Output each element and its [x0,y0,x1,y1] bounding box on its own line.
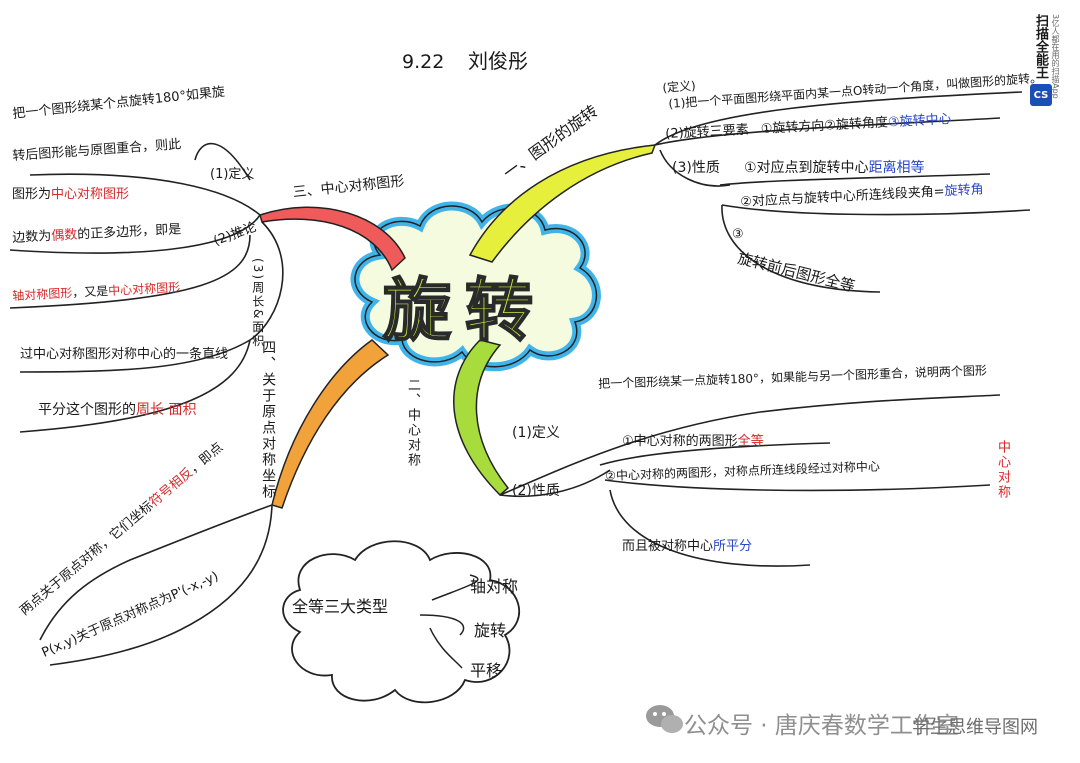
cs-prop1-plain: ①中心对称的两图形 [622,434,738,449]
cf-def-line3: 图形为中心对称图形 [12,187,130,203]
scanner-app-name: 扫描全能王 [1033,14,1048,79]
cf-infer-line2-red2: 中心对称图形 [107,280,181,298]
cs-prop1-line [599,442,831,466]
cs-prop1-red: 全等 [737,434,764,449]
cf-perim-line2-plain: 平分这个图形的 [38,402,136,418]
branch-rotation [468,144,657,263]
cs-prop2-line2-blue: 所平分 [713,539,753,554]
rotation-prop1-line [719,173,991,186]
rotation-def-tag: (定义) [661,78,697,95]
cf-perim-line2-red: 周长 面积 [136,402,197,418]
rotation-elements-blue: ③旋转中心 [887,112,952,131]
cs-prop2b-line [609,489,811,567]
rotation-elements-line [654,117,1001,146]
cf-def-bracket [194,142,251,181]
cs-prop2-line2: 而且被对称中心所平分 [622,539,753,555]
header-author: 刘俊彤 [468,49,528,73]
watermark-text: 公众号 · 唐庆春数学工作室 [684,713,959,739]
branch-central-figure [259,206,406,272]
branch-central-symmetry [453,339,510,497]
cs-props-line [499,469,611,498]
os-line1 [39,504,273,641]
cloud-bracket-mid [419,614,465,636]
cs-def-line [499,394,1001,496]
rotation-props-label: (3)性质 [672,160,720,176]
cf-perim-line1: 过中心对称图形对称中心的一条直线 [20,347,229,362]
cloud-item-translation: 平移 [470,661,503,680]
cs-prop2-line2-plain: 而且被对称中心 [622,539,714,554]
branch-label-origin-symmetry: 四、关于原点对称坐标 [260,340,277,500]
cf-perim-line2: 平分这个图形的周长 面积 [38,402,196,418]
rotation-prop1-plain: ①对应点到旋转中心 [744,160,869,176]
bottom-cloud [282,540,521,704]
rotation-prop3-line [721,204,881,293]
cloud-item-rotation: 旋转 [474,621,507,640]
cf-def-label: (1)定义 [210,167,255,182]
rotation-def-line [654,91,1023,146]
cf-infer-line1-red: 偶数 [50,227,78,244]
cloud-item-axial: 轴对称 [470,577,519,596]
rotation-prop1-blue: 距离相等 [868,160,925,176]
cf-infer-line2-red: 轴对称图形 [11,285,73,303]
watermark-overlay: 学生思维导图网 [912,717,1038,738]
cf-infer-line2 [9,234,251,309]
rotation-elements-prefix: (2)旋转三要素 [664,122,750,142]
cs-prop1: ①中心对称的两图形全等 [622,434,764,450]
cf-def-line3-plain: 图形为 [12,187,52,202]
branch-label-central-symmetry: 二、中心对称 [404,378,420,468]
cloud-bracket-bottom [429,627,463,669]
cloud-label: 全等三大类型 [292,597,389,616]
rotation-prop3-num: ③ [732,227,744,242]
branch-origin-symmetry [271,339,390,509]
cf-infer-line2-b: ，又是 [71,283,109,300]
rotation-prop2-blue: 旋转角 [944,182,984,200]
rotation-props-line [659,149,731,187]
center-title: 旋转 [382,271,547,352]
center-cloud-outline [354,205,597,368]
cf-perim-line2 [19,339,251,433]
cs-props-label: (2)性质 [512,483,560,499]
cf-perim-line [19,221,284,373]
os-line2 [49,504,273,666]
header-date: 9.22 [402,51,445,73]
cf-def-line [29,173,261,216]
cs-prop2-line [604,479,991,492]
rotation-prop2-line [721,204,1031,216]
cf-def-line3-red: 中心对称图形 [51,187,130,202]
cf-infer-line1-a: 边数为 [11,228,52,246]
cf-infer-line [9,214,261,254]
scanner-app-sub: 3亿人都在用的扫描App [1051,14,1060,99]
cf-perim-label: (3)周长&面积 [250,258,265,349]
cs-def-label: (1)定义 [512,425,560,441]
scanner-logo: CS [1030,84,1052,106]
cs-def-red: 中心对称 [994,440,1010,500]
cloud-bracket-top [431,574,479,601]
wechat-icon [646,705,683,733]
rotation-prop1: ①对应点到旋转中心距离相等 [744,160,925,176]
